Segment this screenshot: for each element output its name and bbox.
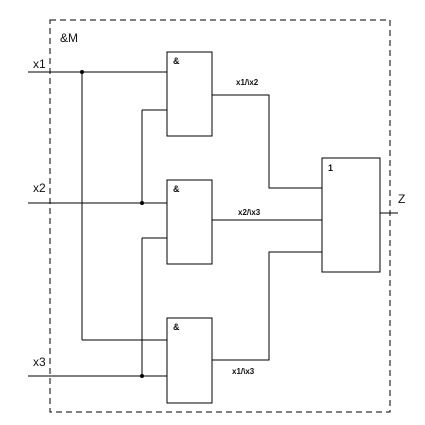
term-label-top: x1/\x2	[236, 78, 259, 87]
x1-junction	[80, 70, 84, 74]
term-label-middle: x2/\x3	[238, 208, 261, 217]
or-gate-body	[321, 157, 381, 273]
input-label-x2: x2	[33, 181, 46, 195]
input-label-x3: x3	[33, 355, 46, 369]
gate-output-wires	[212, 94, 398, 361]
and-gate-top: &	[166, 51, 213, 137]
and-gate-top-symbol: &	[173, 56, 180, 66]
module-label: &M	[60, 31, 78, 45]
x3-junction	[140, 374, 144, 378]
input-wires	[28, 70, 167, 378]
bottom-and-to-or-wire	[212, 251, 322, 361]
and-gate-bottom-symbol: &	[173, 322, 180, 332]
and-gate-middle-body	[166, 179, 213, 265]
and-gate-middle-symbol: &	[173, 184, 180, 194]
and-gate-bottom-body	[166, 317, 213, 404]
and-gate-middle: &	[166, 179, 213, 265]
input-label-x1: x1	[33, 57, 46, 71]
output-label-z: Z	[398, 192, 405, 206]
x2-junction	[140, 201, 144, 205]
module-boundary	[49, 19, 391, 413]
and-gate-top-body	[166, 51, 213, 137]
top-and-to-or-wire	[212, 94, 322, 189]
and-gate-bottom: &	[166, 317, 213, 404]
or-gate: 1	[321, 157, 381, 273]
or-gate-symbol: 1	[328, 163, 333, 173]
term-label-bottom: x1/\x3	[232, 367, 255, 376]
